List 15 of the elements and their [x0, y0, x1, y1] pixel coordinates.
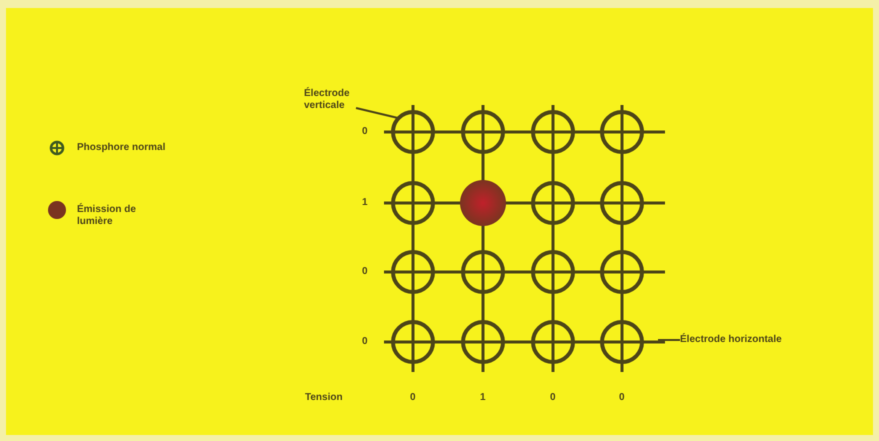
column-value: 0 [410, 392, 416, 404]
row-value: 0 [362, 126, 368, 138]
legend-text: Phosphore normal [77, 142, 166, 154]
leader-line [658, 339, 680, 341]
leader-line [356, 107, 398, 119]
column-value: 0 [619, 392, 625, 404]
electrode-label: Électrode verticale [304, 88, 356, 112]
row-value: 0 [362, 266, 368, 278]
column-value: 1 [480, 392, 486, 404]
electrode-label: Électrode horizontale [680, 334, 782, 346]
legend-text: Émission de lumière [77, 204, 137, 228]
row-value: 1 [362, 197, 368, 209]
column-value: 0 [550, 392, 556, 404]
row-value: 0 [362, 336, 368, 348]
axis-label: Tension [305, 392, 343, 404]
